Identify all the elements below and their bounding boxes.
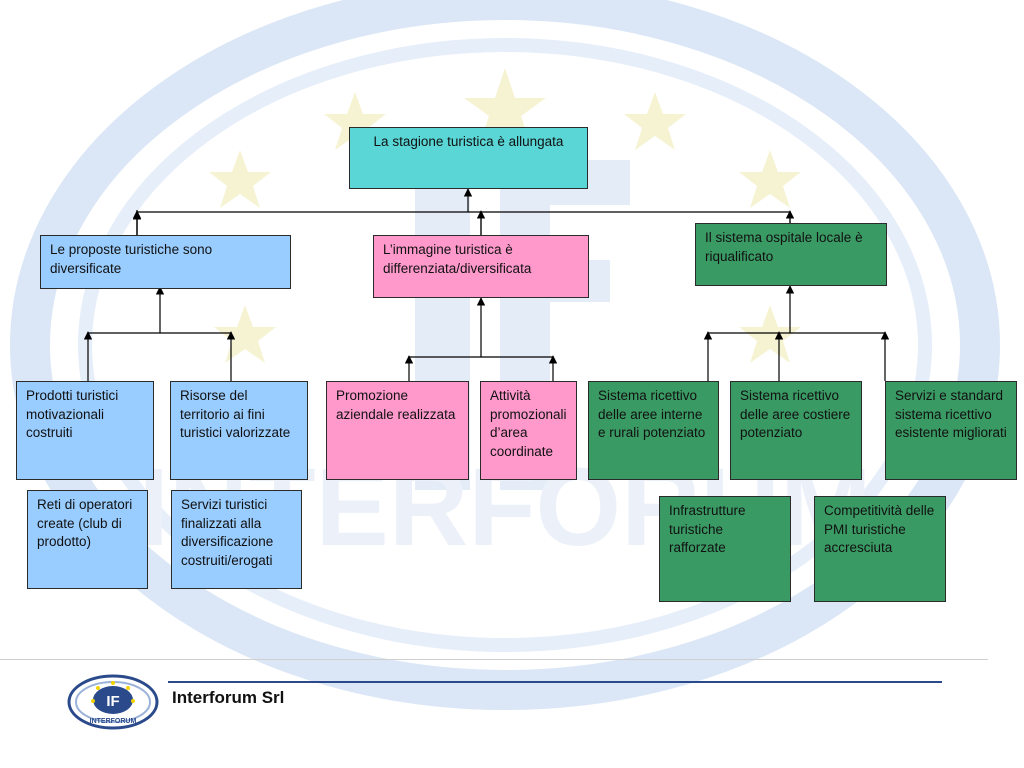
node-immagine-differenziata: L’immagine turistica è differenziata/div… xyxy=(373,235,589,298)
footer-rule xyxy=(168,681,942,683)
node-servizi-standard: Servizi e standard sistema ricettivo esi… xyxy=(885,381,1017,480)
svg-text:IF: IF xyxy=(106,693,119,710)
node-prodotti-turistici: Prodotti turistici motivazionali costrui… xyxy=(16,381,154,480)
node-sistema-costiere-label: Sistema ricettivo delle aree costiere po… xyxy=(740,388,851,440)
node-proposte-label: Le proposte turistiche sono diversificat… xyxy=(50,242,213,276)
node-competitivita-pmi: Competitività delle PMI turistiche accre… xyxy=(814,496,946,602)
node-proposte-diversificate: Le proposte turistiche sono diversificat… xyxy=(40,235,291,289)
node-sistema-interne-label: Sistema ricettivo delle aree interne e r… xyxy=(598,388,706,440)
node-sistema-aree-interne: Sistema ricettivo delle aree interne e r… xyxy=(588,381,719,480)
node-sistema-ospitale: Il sistema ospitale locale è riqualifica… xyxy=(695,223,887,286)
node-infrastrutture-label: Infrastrutture turistiche rafforzate xyxy=(669,503,746,555)
node-reti-label: Reti di operatori create (club di prodot… xyxy=(37,497,133,549)
node-servizi-standard-label: Servizi e standard sistema ricettivo esi… xyxy=(895,388,1007,440)
node-servizi-finalizzati-label: Servizi turistici finalizzati alla diver… xyxy=(181,497,274,568)
root-node: La stagione turistica è allungata xyxy=(349,127,588,189)
node-sistema-ospitale-label: Il sistema ospitale locale è riqualifica… xyxy=(705,230,863,264)
node-prodotti-label: Prodotti turistici motivazionali costrui… xyxy=(26,388,119,440)
node-risorse-label: Risorse del territorio ai fini turistici… xyxy=(180,388,291,440)
company-name: Interforum Srl xyxy=(172,688,285,707)
svg-text:INTERFORUM: INTERFORUM xyxy=(90,718,137,725)
node-immagine-label: L’immagine turistica è differenziata/div… xyxy=(383,242,532,276)
node-risorse-territorio: Risorse del territorio ai fini turistici… xyxy=(170,381,308,480)
node-promozione-aziendale: Promozione aziendale realizzata xyxy=(326,381,469,480)
node-sistema-aree-costiere: Sistema ricettivo delle aree costiere po… xyxy=(730,381,862,480)
node-promozione-label: Promozione aziendale realizzata xyxy=(336,388,456,422)
node-attivita-promozionali: Attività promozionali d’area coordinate xyxy=(480,381,577,480)
interforum-logo: IF INTERFORUM xyxy=(67,674,159,730)
node-reti-operatori: Reti di operatori create (club di prodot… xyxy=(27,490,148,589)
node-competitivita-label: Competitività delle PMI turistiche accre… xyxy=(824,503,935,555)
node-servizi-finalizzati: Servizi turistici finalizzati alla diver… xyxy=(171,490,302,589)
footer-divider xyxy=(0,659,988,660)
node-infrastrutture: Infrastrutture turistiche rafforzate xyxy=(659,496,791,602)
node-attivita-label: Attività promozionali d’area coordinate xyxy=(490,388,567,459)
root-node-label: La stagione turistica è allungata xyxy=(373,134,564,149)
